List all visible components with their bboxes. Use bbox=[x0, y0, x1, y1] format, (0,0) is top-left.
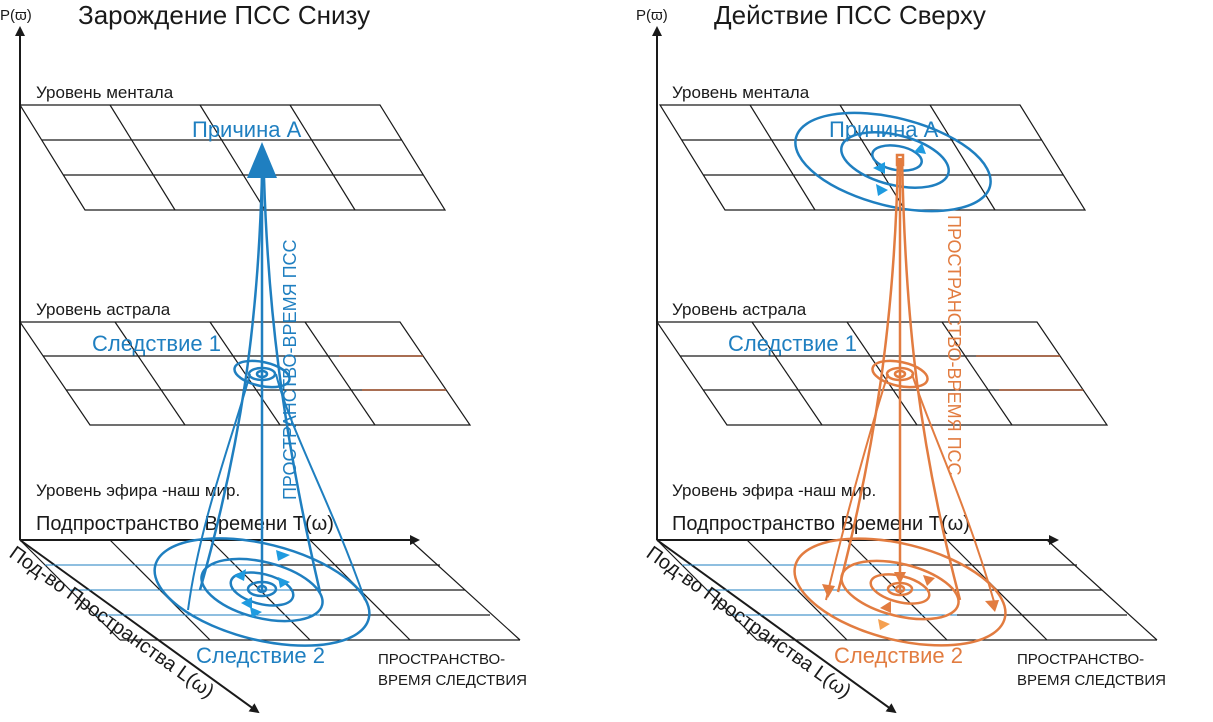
level-astral-label: Уровень астрала bbox=[672, 300, 807, 319]
vertical-axis-label: P(ϖ) bbox=[636, 7, 668, 24]
ether-plane bbox=[19, 539, 521, 641]
mental-plane bbox=[18, 104, 447, 211]
orange-arrow bbox=[822, 584, 835, 598]
spiral-arrow bbox=[234, 569, 246, 581]
ether-plane bbox=[656, 539, 1158, 641]
panel-title: Зарождение ПСС Снизу bbox=[78, 0, 370, 30]
consequence2-label: Следствие 2 bbox=[834, 643, 963, 668]
level-ether-label: Уровень эфира -наш мир. bbox=[672, 481, 876, 500]
orange-arrow bbox=[923, 575, 935, 586]
pss-blue-spirals bbox=[153, 177, 371, 647]
panel-title: Действие ПСС Сверху bbox=[714, 0, 986, 30]
consequence1-label: Следствие 1 bbox=[728, 331, 857, 356]
level-ether-label: Уровень эфира -наш мир. bbox=[36, 481, 240, 500]
spiral-arrow bbox=[278, 577, 290, 588]
cause-label: Причина А bbox=[192, 117, 302, 142]
astral-plane bbox=[18, 321, 472, 426]
pss-orange-spirals bbox=[793, 153, 1007, 647]
spiral-arrow bbox=[914, 143, 926, 154]
consequence-spacetime-line2: ВРЕМЯ СЛЕДСТВИЯ bbox=[1017, 672, 1166, 689]
space-axis bbox=[19, 539, 260, 714]
consequence1-label: Следствие 1 bbox=[92, 331, 221, 356]
level-mental-label: Уровень ментала bbox=[672, 83, 810, 102]
time-axis-label: Подпространство Времени T(ω) bbox=[36, 513, 334, 535]
astral-plane bbox=[655, 321, 1109, 426]
level-mental-label: Уровень ментала bbox=[36, 83, 174, 102]
spacetime-vertical-label: ПРОСТРАНСТВО-ВРЕМЯ ПСС bbox=[944, 215, 964, 476]
consequence-spacetime-line2: ВРЕМЯ СЛЕДСТВИЯ bbox=[378, 672, 527, 689]
spacetime-vertical-label: ПРОСТРАНСТВО-ВРЕМЯ ПСС bbox=[280, 240, 300, 501]
orange-arrow bbox=[894, 572, 906, 584]
orange-arrow bbox=[880, 601, 891, 613]
orange-arrow bbox=[985, 600, 999, 612]
spiral-arrow bbox=[873, 162, 885, 174]
cause-arrowhead bbox=[247, 142, 277, 178]
spiral-arrow bbox=[276, 550, 290, 561]
panel-origin-from-below: P(ϖ) Зарождение ПСС Снизу Уровень ментал… bbox=[0, 0, 527, 714]
cause-label: Причина А bbox=[829, 117, 939, 142]
consequence2-label: Следствие 2 bbox=[196, 643, 325, 668]
spiral-arrow bbox=[250, 607, 262, 618]
space-axis-label: Под-во Пространства L(ω) bbox=[642, 542, 855, 703]
spiral-arrow bbox=[241, 597, 252, 609]
pss-blue-mental-spirals bbox=[794, 111, 992, 213]
consequence-spacetime-line1: ПРОСТРАНСТВО- bbox=[1017, 651, 1144, 668]
space-axis-label: Под-во Пространства L(ω) bbox=[5, 542, 218, 703]
space-axis bbox=[656, 539, 897, 714]
vertical-axis-label: P(ϖ) bbox=[0, 7, 32, 24]
consequence-spacetime-line1: ПРОСТРАНСТВО- bbox=[378, 651, 505, 668]
time-axis-label: Подпространство Времени T(ω) bbox=[672, 513, 970, 535]
panel-action-from-above: P(ϖ) Действие ПСС Сверху Уровень ментала… bbox=[636, 0, 1166, 714]
mental-plane bbox=[658, 104, 1087, 211]
level-astral-label: Уровень астрала bbox=[36, 300, 171, 319]
orange-arrow bbox=[878, 619, 890, 630]
spiral-arrow bbox=[876, 184, 888, 196]
